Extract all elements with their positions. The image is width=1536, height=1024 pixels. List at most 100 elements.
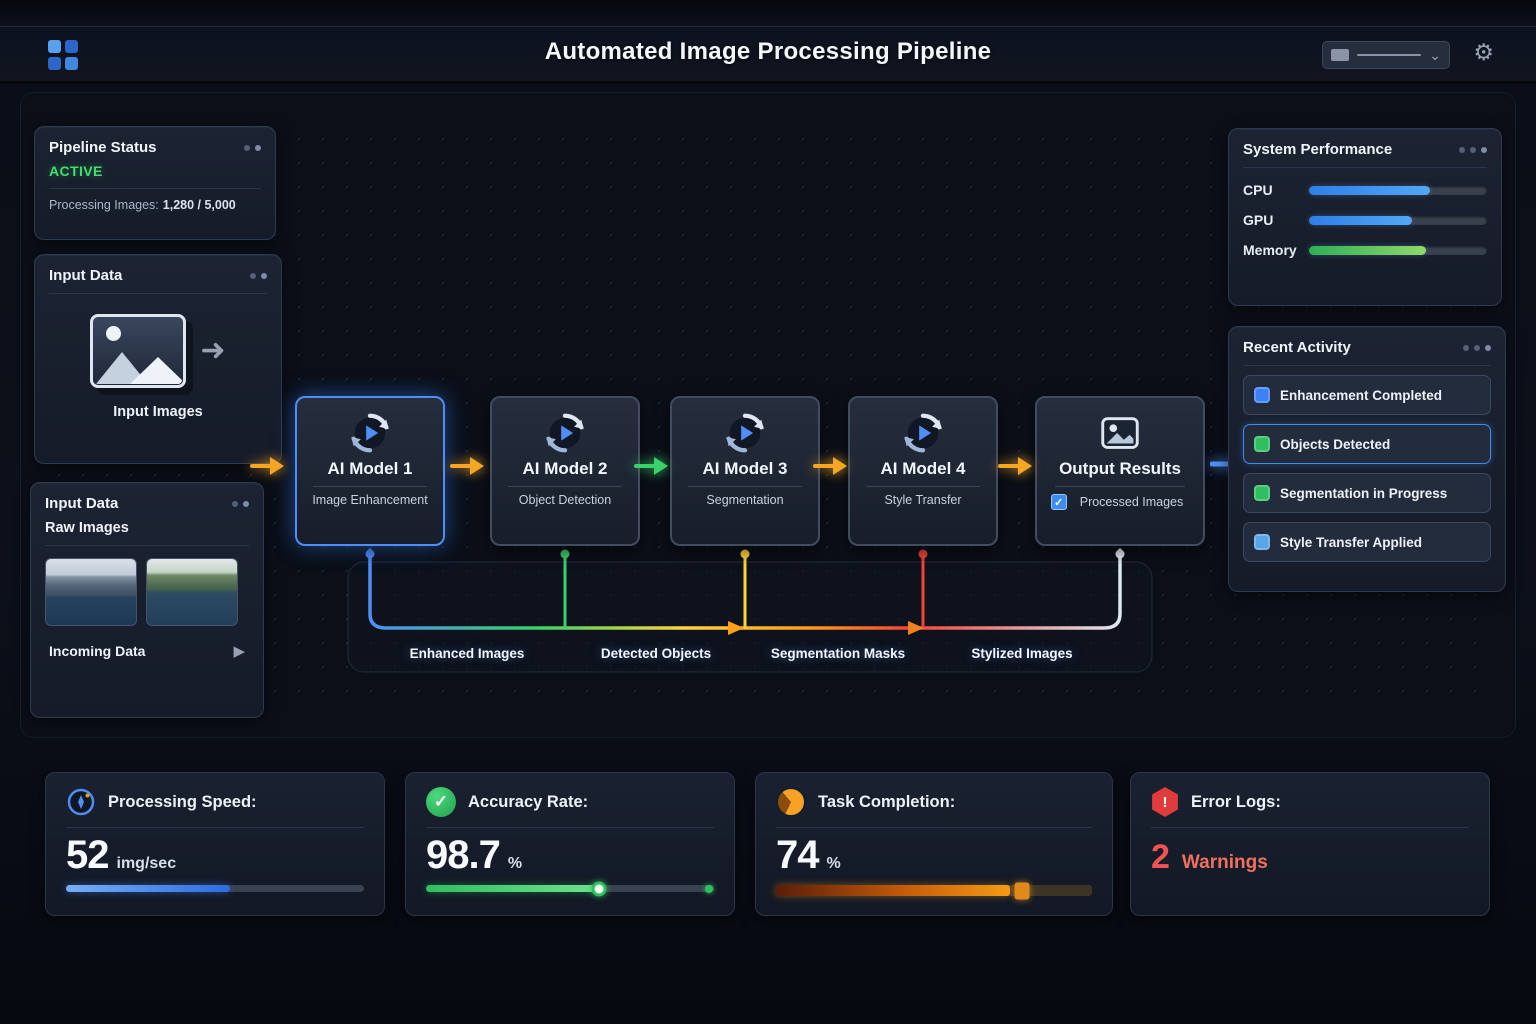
task-completion-slider[interactable] [776,882,1092,899]
flow-arrow-icon [450,455,486,477]
activity-item[interactable]: Segmentation in Progress [1243,473,1491,513]
cpu-usage-fill [1309,185,1431,195]
memory-metric-row: Memory [1243,242,1487,258]
panel-menu-dots-icon[interactable] [250,272,267,279]
top-bar: Automated Image Processing Pipeline ⌄ ⚙ [0,0,1536,84]
memory-usage-fill [1309,245,1427,255]
pipeline-node-model-4[interactable]: AI Model 4 Style Transfer [848,396,998,546]
processing-label: Processing Images: [49,198,159,212]
task-completion-knob[interactable] [1014,882,1030,899]
dropdown-swatch-icon [1331,49,1349,61]
activity-item[interactable]: Enhancement Completed [1243,375,1491,415]
metric-label: GPU [1243,212,1274,228]
accuracy-end-dot-icon [705,884,713,893]
incoming-data-label: Incoming Data [49,643,146,659]
stream-label: Stylized Images [971,646,1073,661]
processing-count: Processing Images:1,280 / 5,000 [49,198,261,212]
node-title: AI Model 1 [327,459,413,478]
stat-label: Error Logs: [1191,792,1281,811]
panel-title: Pipeline Status [49,139,157,156]
processing-value: 1,280 / 5,000 [162,198,236,212]
gpu-usage-fill [1309,215,1413,225]
panel-title: System Performance [1243,141,1393,158]
accuracy-rate-card: ✓ Accuracy Rate: 98.7 % [405,772,735,916]
activity-item[interactable]: Style Transfer Applied [1243,522,1491,562]
model-cycle-icon [722,410,768,456]
task-completion-card: Task Completion: 74 % [755,772,1113,916]
activity-status-icon [1254,534,1270,550]
model-cycle-icon [542,410,588,456]
stream-label: Segmentation Masks [770,646,906,661]
flow-arrow-icon [250,455,286,477]
task-completion-fill [776,885,1010,896]
activity-status-icon [1254,387,1270,403]
stat-value: 74 [776,833,819,877]
stat-value: 98.7 [426,833,501,877]
check-circle-icon: ✓ [426,787,456,817]
header-dropdown[interactable]: ⌄ [1322,41,1450,69]
model-cycle-icon [347,410,393,456]
processing-speed-card: Processing Speed: 52 img/sec [45,772,385,916]
metric-label: CPU [1243,182,1273,198]
play-icon[interactable]: ▶ [233,643,245,660]
accuracy-slider-knob[interactable] [591,881,607,896]
processed-checkbox[interactable]: ✓ [1050,494,1067,510]
node-subtitle: Processed Images [1079,495,1184,509]
accuracy-slider[interactable] [426,881,714,896]
input-caption: Input Images [113,404,203,420]
panel-menu-dots-icon[interactable] [1463,344,1491,351]
raw-image-thumbnail [45,558,137,626]
metric-label: Memory [1243,242,1297,258]
stat-unit: img/sec [116,855,177,872]
system-performance-panel: System Performance CPU GPU Memory [1228,128,1502,306]
feed-arrow-icon: ➜ [200,334,226,367]
node-title: AI Model 2 [522,459,608,478]
chevron-down-icon: ⌄ [1429,47,1441,63]
settings-gear-icon[interactable]: ⚙ [1473,39,1494,65]
activity-label: Style Transfer Applied [1280,534,1423,550]
stat-label: Task Completion: [818,792,956,811]
panel-title: Input Data [49,267,123,284]
activity-item[interactable]: Objects Detected [1243,424,1491,464]
gpu-metric-row: GPU [1243,212,1487,228]
status-badge: ACTIVE [49,163,103,179]
speed-compass-icon [67,788,95,816]
activity-label: Objects Detected [1280,436,1391,452]
pipeline-node-model-3[interactable]: AI Model 3 Segmentation [670,396,820,546]
input-data-panel: Input Data ➜ Input Images [34,254,282,464]
memory-usage-bar [1309,245,1487,255]
error-logs-card: ! Error Logs: 2 Warnings [1130,772,1490,916]
activity-status-icon [1254,436,1270,452]
pipeline-node-model-2[interactable]: AI Model 2 Object Detection [490,396,640,546]
data-stream-lines [347,548,1153,673]
error-hexagon-icon: ! [1152,787,1178,817]
panel-menu-dots-icon[interactable] [1459,146,1487,153]
pipeline-status-panel: Pipeline Status ACTIVE Processing Images… [34,126,276,240]
raw-images-subtitle: Raw Images [45,520,129,536]
node-subtitle: Object Detection [518,493,612,507]
pipeline-node-output[interactable]: Output Results ✓ Processed Images [1035,396,1205,546]
output-image-icon [1097,410,1143,456]
stat-unit: % [826,855,841,872]
accuracy-slider-fill [426,885,599,892]
node-subtitle: Segmentation [706,493,784,507]
panel-title: Recent Activity [1243,339,1351,356]
pie-chart-icon [776,787,806,817]
stat-label: Processing Speed: [108,792,257,811]
stat-value: 52 [66,833,109,877]
node-title: AI Model 3 [702,459,788,478]
flow-arrow-icon [998,455,1034,477]
speed-progress-bar [66,885,364,892]
app-grid-menu-icon[interactable] [48,40,78,70]
gpu-usage-bar [1309,215,1487,225]
input-image-icon [90,314,187,388]
panel-title: Input Data [45,495,119,512]
panel-menu-dots-icon[interactable] [244,144,261,151]
panel-menu-dots-icon[interactable] [232,500,249,507]
speed-progress-fill [66,885,230,892]
cpu-metric-row: CPU [1243,182,1487,198]
pipeline-node-model-1[interactable]: AI Model 1 Image Enhancement [295,396,445,546]
node-subtitle: Style Transfer [884,493,962,507]
flow-arrow-icon [634,455,670,477]
recent-activity-panel: Recent Activity Enhancement Completed Ob… [1228,326,1506,592]
